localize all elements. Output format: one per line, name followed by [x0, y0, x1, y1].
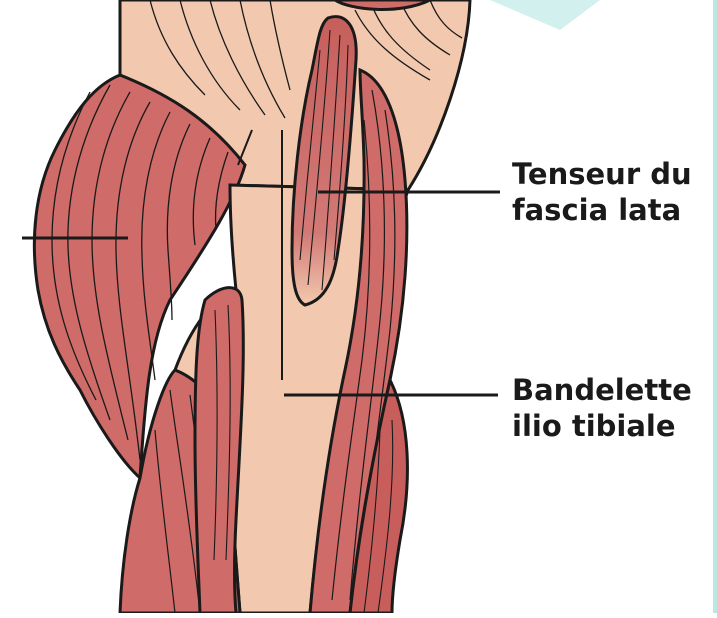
label-tensor-fascia-lata: Tenseur du fascia lata: [512, 156, 692, 228]
label-tensor-line2: fascia lata: [512, 192, 692, 228]
label-tensor-line1: Tenseur du: [512, 156, 692, 192]
label-band-line2: ilio tibiale: [512, 408, 692, 444]
label-iliotibial-band: Bandelette ilio tibiale: [512, 372, 692, 444]
label-band-line1: Bandelette: [512, 372, 692, 408]
biceps-femoris-muscle: [195, 288, 243, 613]
